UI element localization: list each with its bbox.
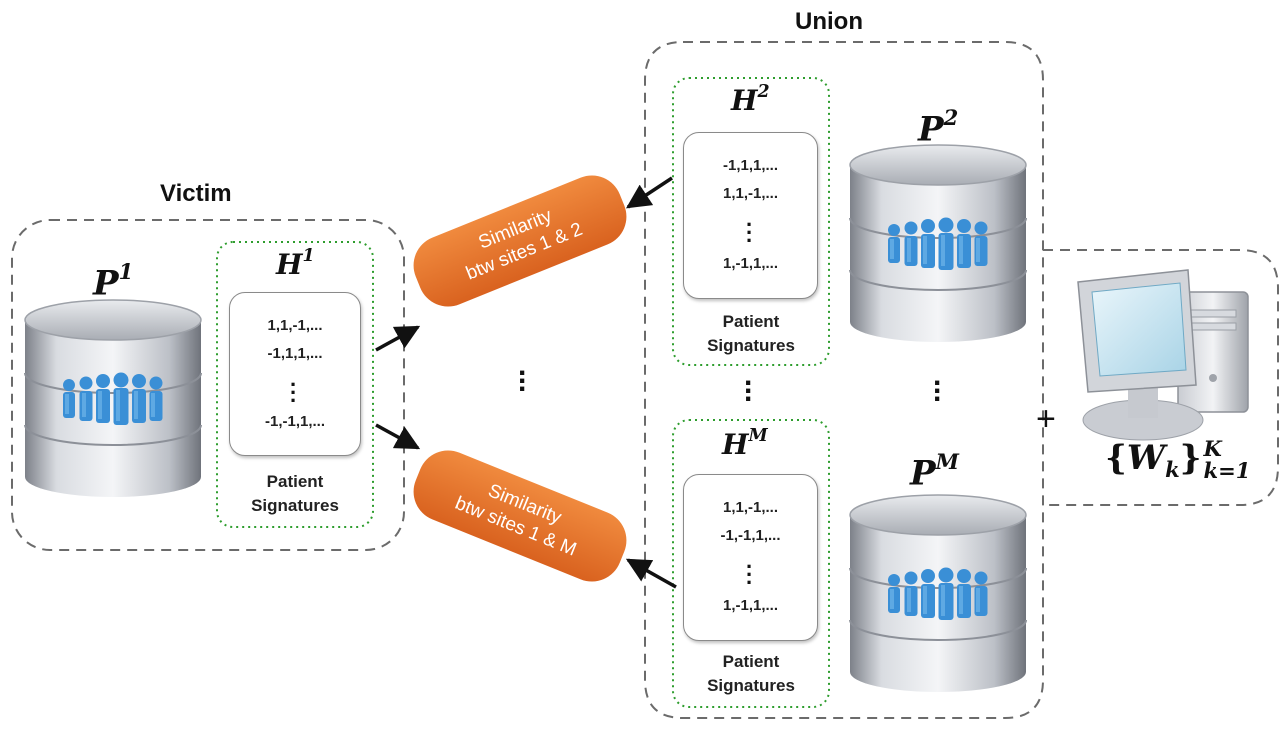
database-icon (24, 299, 202, 497)
database-icon (849, 144, 1027, 342)
victim-label: Victim (160, 180, 232, 207)
signature-row: -1,1,1,... (267, 345, 323, 362)
victim-db-label: P1 (93, 258, 134, 304)
siteM-signatures-box: 1,1,-1,... -1,-1,1,... ... 1,-1,1,... (683, 474, 818, 641)
site2-signatures-box: -1,1,1,... 1,1,-1,... ... 1,-1,1,... (683, 132, 818, 299)
similarity-pill-1-M (413, 450, 627, 582)
vertical-ellipsis: ... (744, 359, 753, 408)
vertical-ellipsis: ... (290, 366, 297, 407)
signature-row: 1,-1,1,... (722, 255, 779, 272)
union-container (644, 41, 1044, 719)
victim-container (11, 219, 405, 551)
plus-sign: + (1036, 400, 1056, 438)
vertical-ellipsis: ... (746, 548, 753, 589)
signature-row: -1,-1,1,... (264, 413, 326, 430)
signature-row: -1,1,1,... (722, 157, 779, 174)
victim-signatures-box: 1,1,-1,... -1,1,1,... ... -1,-1,1,... (229, 292, 361, 456)
signature-row: -1,-1,1,... (720, 527, 781, 544)
signature-row: 1,1,-1,... (722, 499, 779, 516)
vertical-ellipsis: ... (746, 206, 753, 247)
database-icon (849, 494, 1027, 692)
union-label: Union (795, 8, 863, 35)
site2-signature-panel (672, 77, 830, 366)
computer-icon (1077, 269, 1249, 441)
vertical-ellipsis: ... (933, 359, 942, 408)
siteM-signature-panel (672, 419, 830, 708)
siteM-db-label: PM (910, 448, 959, 494)
arrow-icon (375, 423, 421, 450)
vertical-ellipsis: ... (518, 349, 527, 398)
arrow-icon (625, 176, 673, 209)
signature-row: 1,1,-1,... (267, 317, 323, 334)
siteM-hash-label: HM (722, 426, 768, 461)
arrow-icon (375, 325, 421, 352)
signature-row: 1,-1,1,... (722, 597, 779, 614)
similarity-pill-1-2 (413, 175, 627, 307)
model-container (1043, 249, 1279, 506)
site2-hash-label: H2 (731, 82, 770, 117)
victim-signature-panel (216, 241, 374, 528)
arrow-icon (625, 558, 677, 589)
victim-hash-label: H1 (276, 246, 315, 281)
site2-db-label: P2 (918, 104, 959, 150)
signature-row: 1,1,-1,... (722, 185, 779, 202)
